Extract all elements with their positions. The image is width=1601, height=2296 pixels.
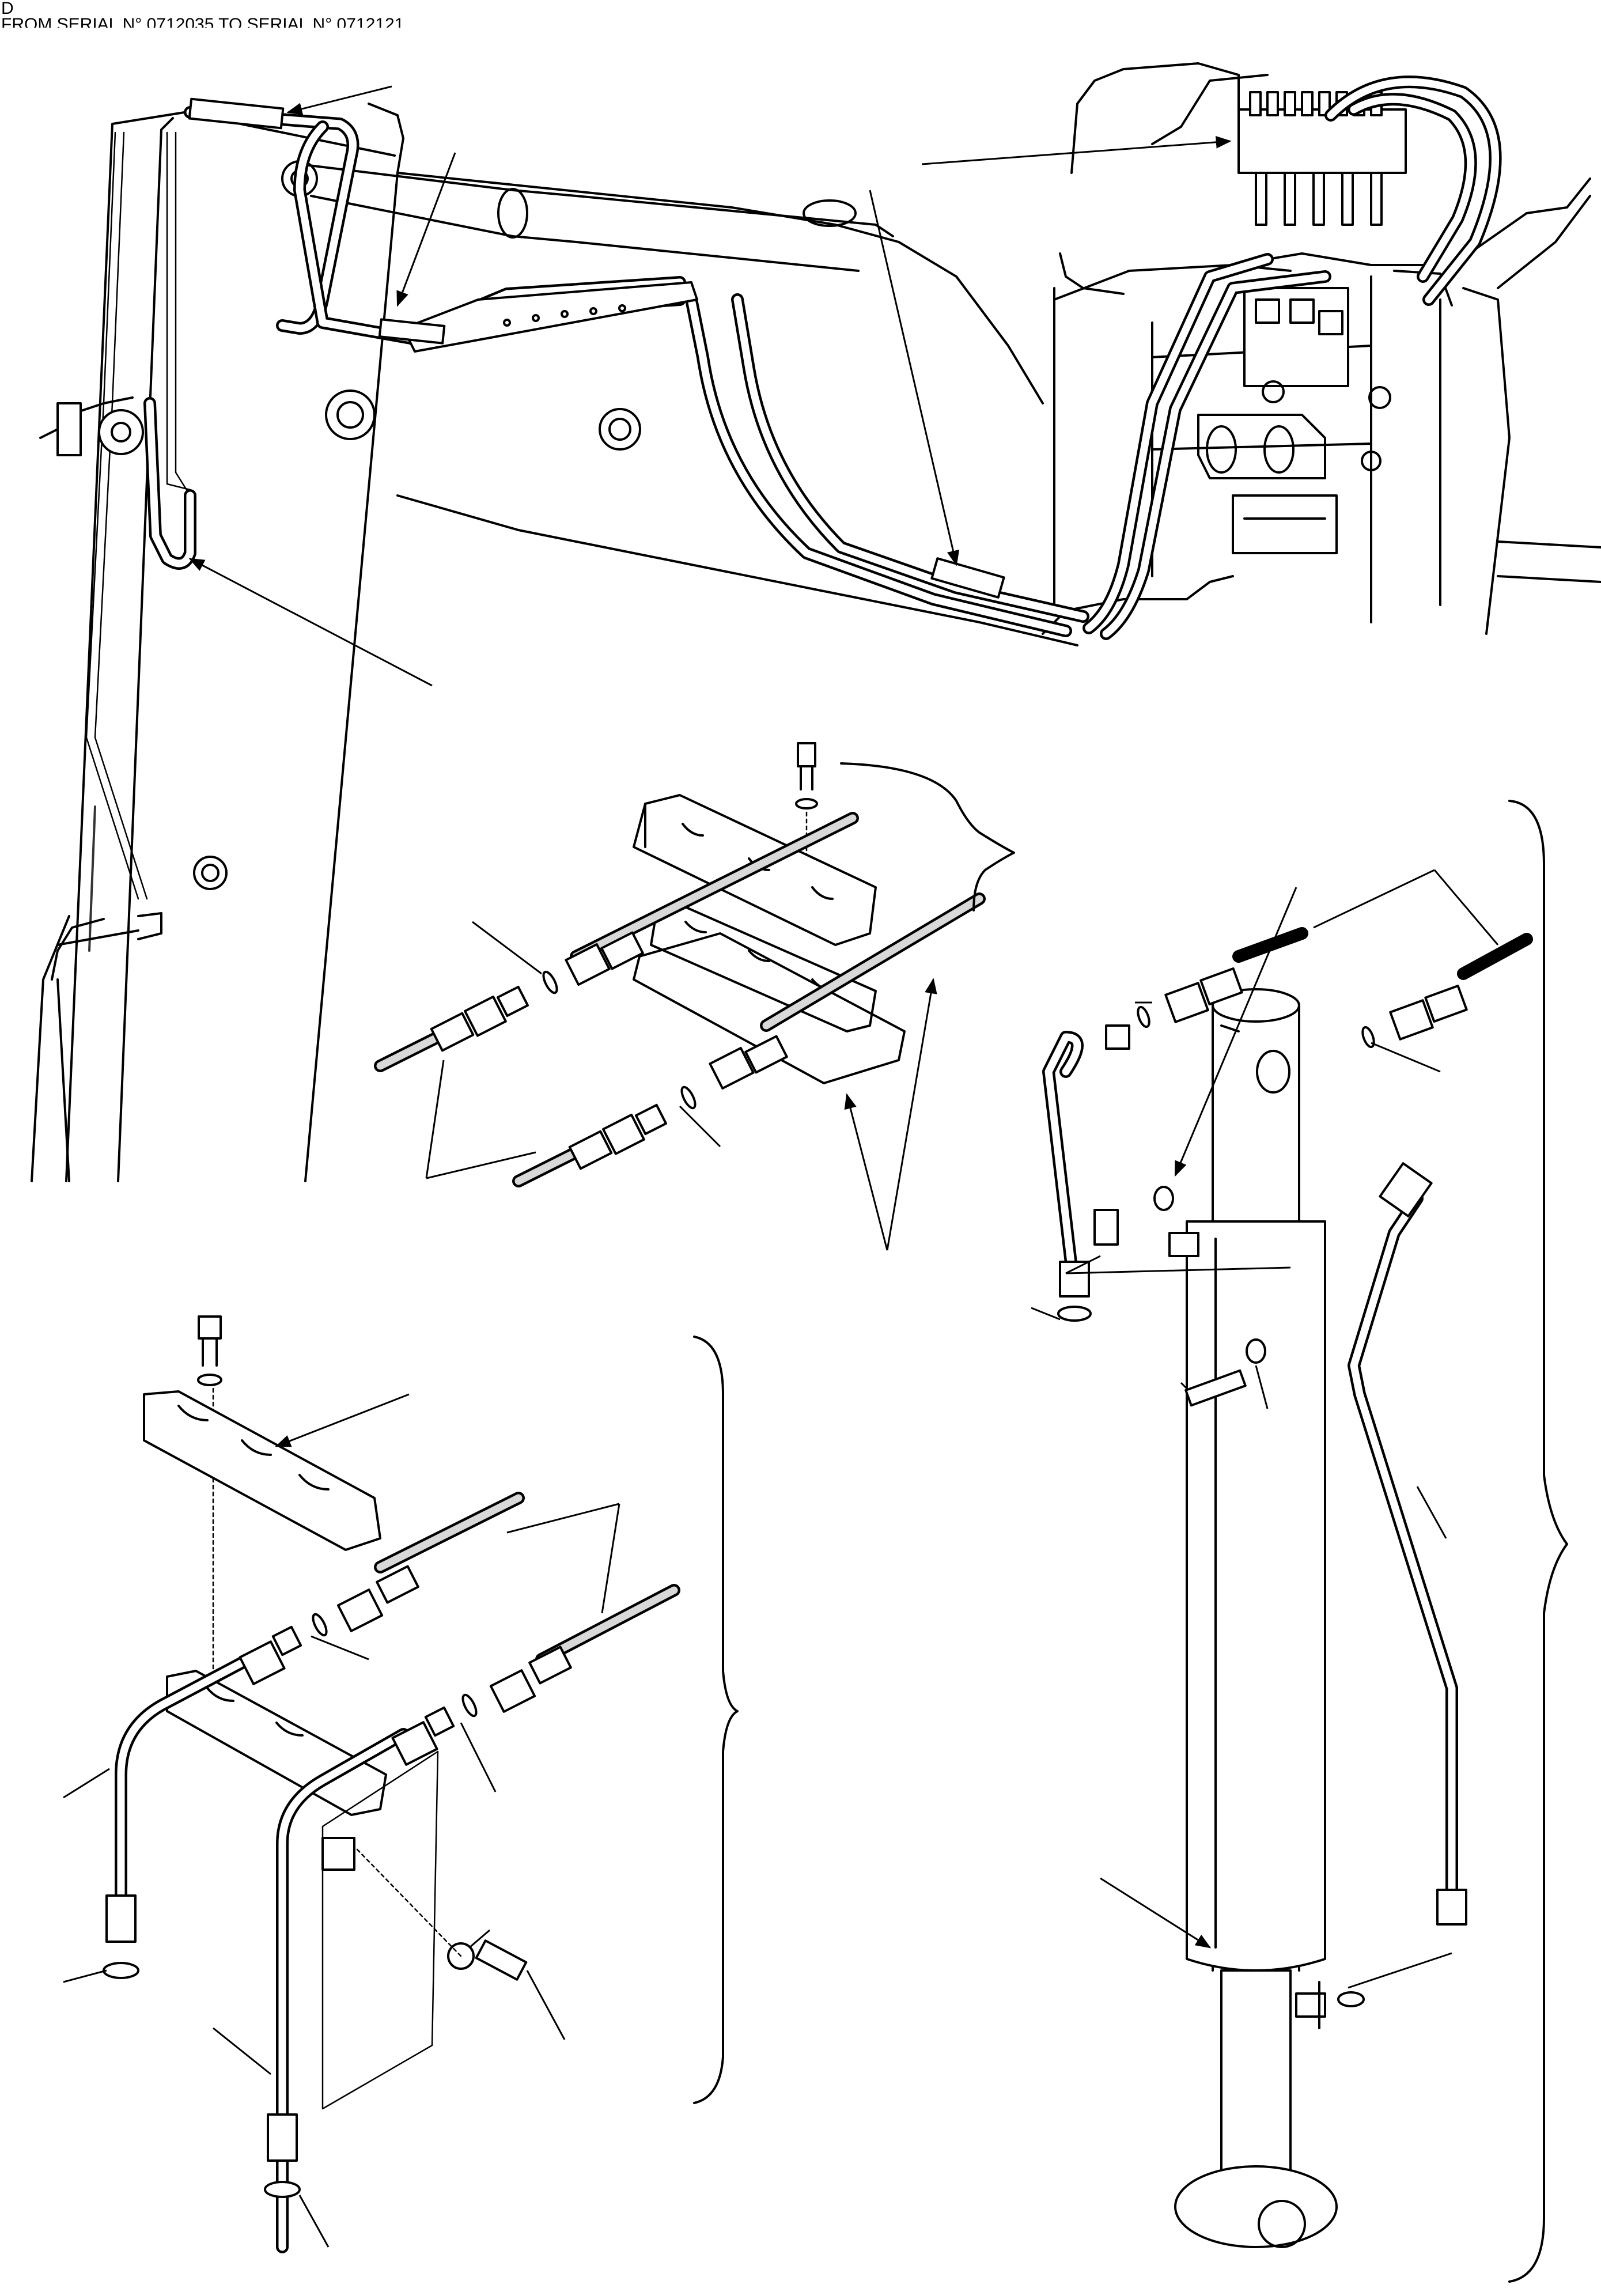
lower-clamp-detail-view xyxy=(63,1315,739,2253)
lower-fittings xyxy=(103,1565,572,2198)
cylinder-detail-view xyxy=(1031,800,1568,2283)
boom-overview-view xyxy=(31,62,1601,1182)
cylinder-fittings xyxy=(1105,967,1468,1211)
clamp-fittings xyxy=(430,931,788,1170)
hose-clamp-detail-view xyxy=(374,742,1015,1251)
header-line-2: FROM SERIAL N° 0712035 TO SERIAL N° 0712… xyxy=(1,15,404,34)
header-line-1: D xyxy=(1,0,14,18)
